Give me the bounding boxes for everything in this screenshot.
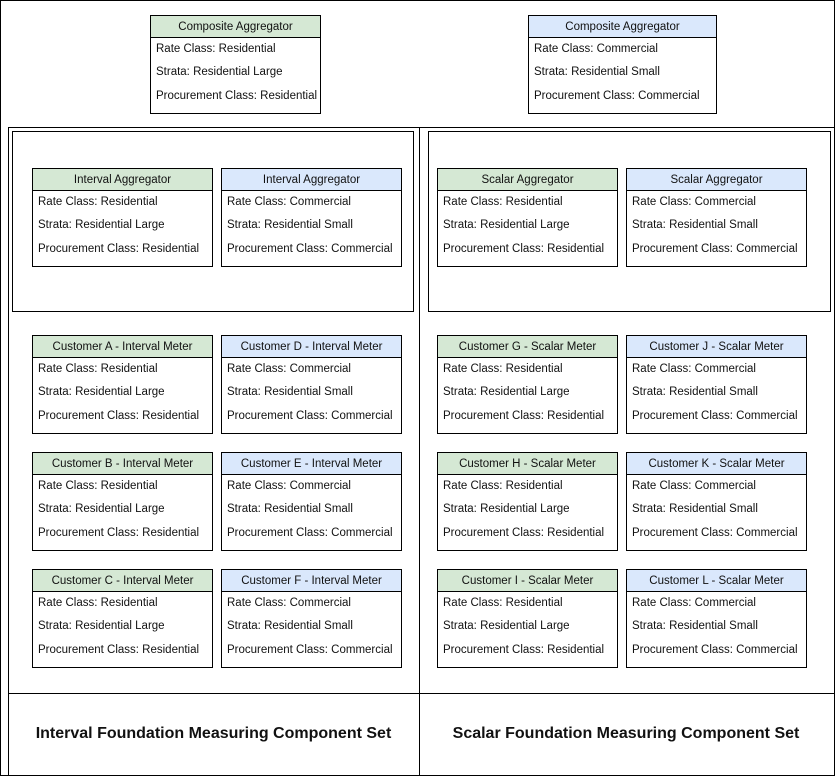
rate-class: Rate Class: Commercial <box>632 196 756 208</box>
rate-class: Rate Class: Residential <box>443 196 563 208</box>
rate-class: Rate Class: Commercial <box>227 363 351 375</box>
procurement-class: Procurement Class: Residential <box>38 643 200 656</box>
strata: Strata: Residential Large <box>443 219 570 232</box>
procurement-class: Procurement Class: Commercial <box>227 526 393 539</box>
scalar-aggregator-residential[interactable]: Scalar Aggregator Rate Class: Residentia… <box>437 168 618 267</box>
interval-set-label: Interval Foundation Measuring Component … <box>35 725 392 742</box>
interval-aggregator-residential[interactable]: Interval Aggregator Rate Class: Resident… <box>32 168 213 267</box>
interval-aggregator-group <box>12 131 414 312</box>
scalar-aggregator-group <box>428 131 831 312</box>
card-title: Customer J - Scalar Meter <box>627 336 806 358</box>
scalar-aggregator-commercial[interactable]: Scalar Aggregator Rate Class: Commercial… <box>626 168 807 267</box>
strata: Strata: Residential Large <box>38 503 165 516</box>
rate-class: Rate Class: Residential <box>443 363 563 375</box>
rate-class: Rate Class: Commercial <box>227 196 351 208</box>
procurement-class: Procurement Class: Commercial <box>227 643 393 656</box>
center-divider <box>419 127 420 776</box>
card-title: Composite Aggregator <box>529 16 716 38</box>
strata: Strata: Residential Small <box>632 386 758 399</box>
customer-g-scalar-meter[interactable]: Customer G - Scalar Meter Rate Class: Re… <box>437 335 618 434</box>
rate-class: Rate Class: Commercial <box>227 597 351 609</box>
strata: Strata: Residential Large <box>443 386 570 399</box>
strata: Strata: Residential Large <box>38 219 165 232</box>
label-section-divider <box>8 693 835 694</box>
customer-a-interval-meter[interactable]: Customer A - Interval Meter Rate Class: … <box>32 335 213 434</box>
card-title: Customer C - Interval Meter <box>33 570 212 592</box>
card-title: Interval Aggregator <box>33 169 212 191</box>
procurement-class: Procurement Class: Residential <box>443 643 605 656</box>
card-title: Customer G - Scalar Meter <box>438 336 617 358</box>
rate-class: Rate Class: Residential <box>38 597 158 609</box>
rate-class: Rate Class: Commercial <box>534 43 658 55</box>
strata: Strata: Residential Small <box>227 620 353 633</box>
customer-h-scalar-meter[interactable]: Customer H - Scalar Meter Rate Class: Re… <box>437 452 618 551</box>
composite-aggregator-residential[interactable]: Composite Aggregator Rate Class: Residen… <box>150 15 321 114</box>
strata: Strata: Residential Large <box>443 503 570 516</box>
customer-c-interval-meter[interactable]: Customer C - Interval Meter Rate Class: … <box>32 569 213 668</box>
customer-f-interval-meter[interactable]: Customer F - Interval Meter Rate Class: … <box>221 569 402 668</box>
customer-d-interval-meter[interactable]: Customer D - Interval Meter Rate Class: … <box>221 335 402 434</box>
procurement-class: Procurement Class: Residential <box>156 89 318 102</box>
procurement-class: Procurement Class: Commercial <box>632 242 798 255</box>
card-title: Customer L - Scalar Meter <box>627 570 806 592</box>
strata: Strata: Residential Large <box>156 66 283 79</box>
procurement-class: Procurement Class: Commercial <box>632 526 798 539</box>
top-section-divider <box>8 127 835 128</box>
customer-b-interval-meter[interactable]: Customer B - Interval Meter Rate Class: … <box>32 452 213 551</box>
procurement-class: Procurement Class: Commercial <box>227 242 393 255</box>
procurement-class: Procurement Class: Commercial <box>632 643 798 656</box>
procurement-class: Procurement Class: Residential <box>443 242 605 255</box>
card-title: Customer H - Scalar Meter <box>438 453 617 475</box>
customer-j-scalar-meter[interactable]: Customer J - Scalar Meter Rate Class: Co… <box>626 335 807 434</box>
card-title: Customer K - Scalar Meter <box>627 453 806 475</box>
procurement-class: Procurement Class: Residential <box>38 526 200 539</box>
customer-i-scalar-meter[interactable]: Customer I - Scalar Meter Rate Class: Re… <box>437 569 618 668</box>
card-title: Interval Aggregator <box>222 169 401 191</box>
strata: Strata: Residential Large <box>443 620 570 633</box>
customer-l-scalar-meter[interactable]: Customer L - Scalar Meter Rate Class: Co… <box>626 569 807 668</box>
card-title: Scalar Aggregator <box>627 169 806 191</box>
card-title: Scalar Aggregator <box>438 169 617 191</box>
rate-class: Rate Class: Commercial <box>632 597 756 609</box>
rate-class: Rate Class: Residential <box>38 480 158 492</box>
card-title: Customer E - Interval Meter <box>222 453 401 475</box>
procurement-class: Procurement Class: Residential <box>38 409 200 422</box>
rate-class: Rate Class: Residential <box>38 363 158 375</box>
composite-aggregator-commercial[interactable]: Composite Aggregator Rate Class: Commerc… <box>528 15 717 114</box>
rate-class: Rate Class: Commercial <box>632 480 756 492</box>
procurement-class: Procurement Class: Commercial <box>227 409 393 422</box>
card-title: Customer F - Interval Meter <box>222 570 401 592</box>
card-title: Customer D - Interval Meter <box>222 336 401 358</box>
procurement-class: Procurement Class: Commercial <box>632 409 798 422</box>
customer-k-scalar-meter[interactable]: Customer K - Scalar Meter Rate Class: Co… <box>626 452 807 551</box>
scalar-set-label: Scalar Foundation Measuring Component Se… <box>452 725 800 742</box>
rate-class: Rate Class: Commercial <box>632 363 756 375</box>
strata: Strata: Residential Small <box>534 66 660 79</box>
procurement-class: Procurement Class: Residential <box>443 526 605 539</box>
rate-class: Rate Class: Residential <box>38 196 158 208</box>
rate-class: Rate Class: Residential <box>443 480 563 492</box>
card-title: Customer B - Interval Meter <box>33 453 212 475</box>
strata: Strata: Residential Small <box>227 386 353 399</box>
rate-class: Rate Class: Residential <box>443 597 563 609</box>
strata: Strata: Residential Small <box>227 503 353 516</box>
left-boundary <box>8 127 9 776</box>
card-title: Customer A - Interval Meter <box>33 336 212 358</box>
strata: Strata: Residential Small <box>227 219 353 232</box>
procurement-class: Procurement Class: Residential <box>443 409 605 422</box>
strata: Strata: Residential Small <box>632 503 758 516</box>
card-title: Customer I - Scalar Meter <box>438 570 617 592</box>
card-title: Composite Aggregator <box>151 16 320 38</box>
rate-class: Rate Class: Commercial <box>227 480 351 492</box>
rate-class: Rate Class: Residential <box>156 43 276 55</box>
procurement-class: Procurement Class: Residential <box>38 242 200 255</box>
customer-e-interval-meter[interactable]: Customer E - Interval Meter Rate Class: … <box>221 452 402 551</box>
strata: Strata: Residential Small <box>632 620 758 633</box>
strata: Strata: Residential Large <box>38 620 165 633</box>
procurement-class: Procurement Class: Commercial <box>534 89 700 102</box>
interval-aggregator-commercial[interactable]: Interval Aggregator Rate Class: Commerci… <box>221 168 402 267</box>
strata: Strata: Residential Large <box>38 386 165 399</box>
strata: Strata: Residential Small <box>632 219 758 232</box>
